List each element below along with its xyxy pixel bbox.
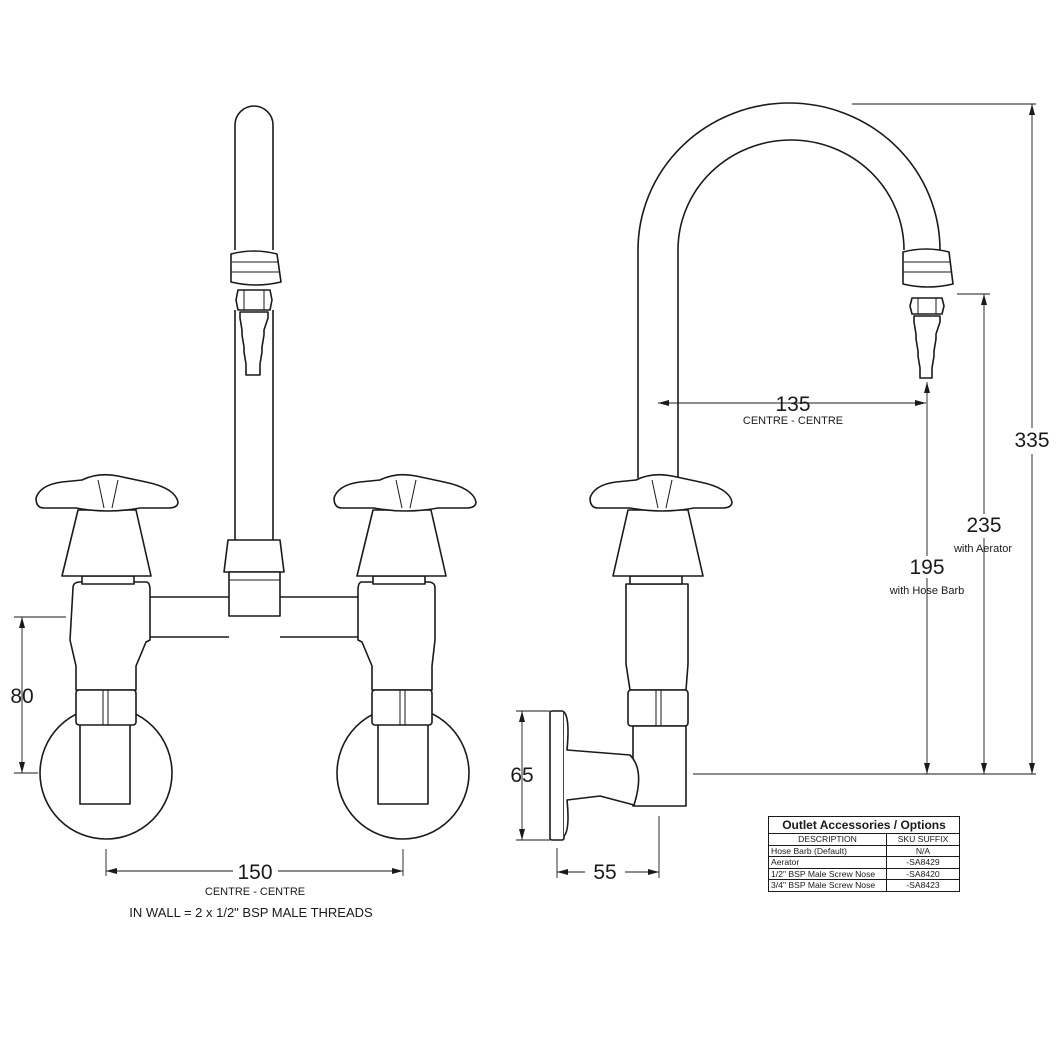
left-valve bbox=[35, 473, 179, 840]
side-lower-body bbox=[632, 725, 687, 807]
side-hosebarb-nut bbox=[909, 297, 945, 315]
accessories-table: Outlet Accessories / Options DESCRIPTION… bbox=[768, 816, 960, 892]
header-description: DESCRIPTION bbox=[768, 833, 887, 846]
hosebarb-note: with Hose Barb bbox=[889, 585, 965, 597]
row-description: Hose Barb (Default) bbox=[768, 844, 887, 857]
wall-thread-note: IN WALL = 2 x 1/2" BSP MALE THREADS bbox=[129, 905, 373, 920]
table-row: 1/2" BSP Male Screw Nose -SA8420 bbox=[768, 867, 960, 880]
side-cross-handle bbox=[589, 473, 733, 512]
side-hose-barb bbox=[913, 315, 941, 379]
row-description: Aerator bbox=[768, 856, 887, 869]
front-spout-base bbox=[228, 571, 281, 617]
table-title: Outlet Accessories / Options bbox=[768, 816, 960, 834]
dim-195-label: 195 bbox=[909, 556, 944, 579]
front-view: 80 150 CENTRE - CENTRE IN WALL = 2 x 1/2… bbox=[10, 105, 477, 920]
row-sku: -SA8420 bbox=[886, 867, 960, 880]
right-valve bbox=[333, 473, 477, 840]
side-valve-body bbox=[625, 583, 689, 691]
front-hosebarb-nut bbox=[235, 289, 273, 311]
left-cross-handle bbox=[35, 473, 179, 512]
row-description: 1/2" BSP Male Screw Nose bbox=[768, 867, 887, 880]
aerator-note: with Aerator bbox=[953, 543, 1012, 555]
dim-55-label: 55 bbox=[593, 861, 616, 884]
dim-235-label: 235 bbox=[966, 514, 1001, 537]
side-union-nut bbox=[627, 689, 689, 727]
table-row: Hose Barb (Default) N/A bbox=[768, 844, 960, 857]
row-sku: N/A bbox=[886, 844, 960, 857]
side-wall-arm bbox=[563, 711, 640, 837]
row-sku: -SA8423 bbox=[886, 879, 960, 892]
table-row: 3/4" BSP Male Screw Nose -SA8423 bbox=[768, 879, 960, 892]
front-hose-barb bbox=[239, 311, 269, 376]
right-union-nut bbox=[371, 689, 433, 726]
side-centre-note: CENTRE - CENTRE bbox=[743, 415, 843, 427]
side-gooseneck-spout bbox=[637, 102, 941, 478]
row-sku: -SA8429 bbox=[886, 856, 960, 869]
front-centre-note: CENTRE - CENTRE bbox=[205, 886, 305, 898]
right-cross-handle bbox=[333, 473, 477, 512]
dim-135-label: 135 bbox=[775, 393, 810, 416]
row-description: 3/4" BSP Male Screw Nose bbox=[768, 879, 887, 892]
front-crossbar bbox=[150, 596, 358, 638]
front-spout-connector bbox=[230, 250, 282, 286]
left-bonnet bbox=[61, 509, 152, 577]
dim-150-label: 150 bbox=[237, 861, 272, 884]
left-union-nut bbox=[75, 689, 137, 726]
front-spout-base-nut bbox=[223, 539, 285, 573]
header-sku-suffix: SKU SUFFIX bbox=[886, 833, 960, 846]
side-bonnet bbox=[612, 509, 704, 577]
table-title-row: Outlet Accessories / Options bbox=[768, 816, 960, 834]
dim-335-label: 335 bbox=[1014, 429, 1049, 452]
table-row: Aerator -SA8429 bbox=[768, 856, 960, 869]
right-bonnet bbox=[356, 509, 447, 577]
table-header-row: DESCRIPTION SKU SUFFIX bbox=[768, 833, 960, 846]
side-spout-connector bbox=[902, 248, 954, 288]
side-view: 65 55 135 CENTRE - CENTRE 195 with Hose … bbox=[510, 102, 1054, 884]
dim-65-label: 65 bbox=[510, 764, 533, 787]
front-spout-pipe bbox=[234, 105, 274, 250]
side-wall-flange bbox=[549, 710, 565, 841]
dim-80-label: 80 bbox=[10, 685, 33, 708]
